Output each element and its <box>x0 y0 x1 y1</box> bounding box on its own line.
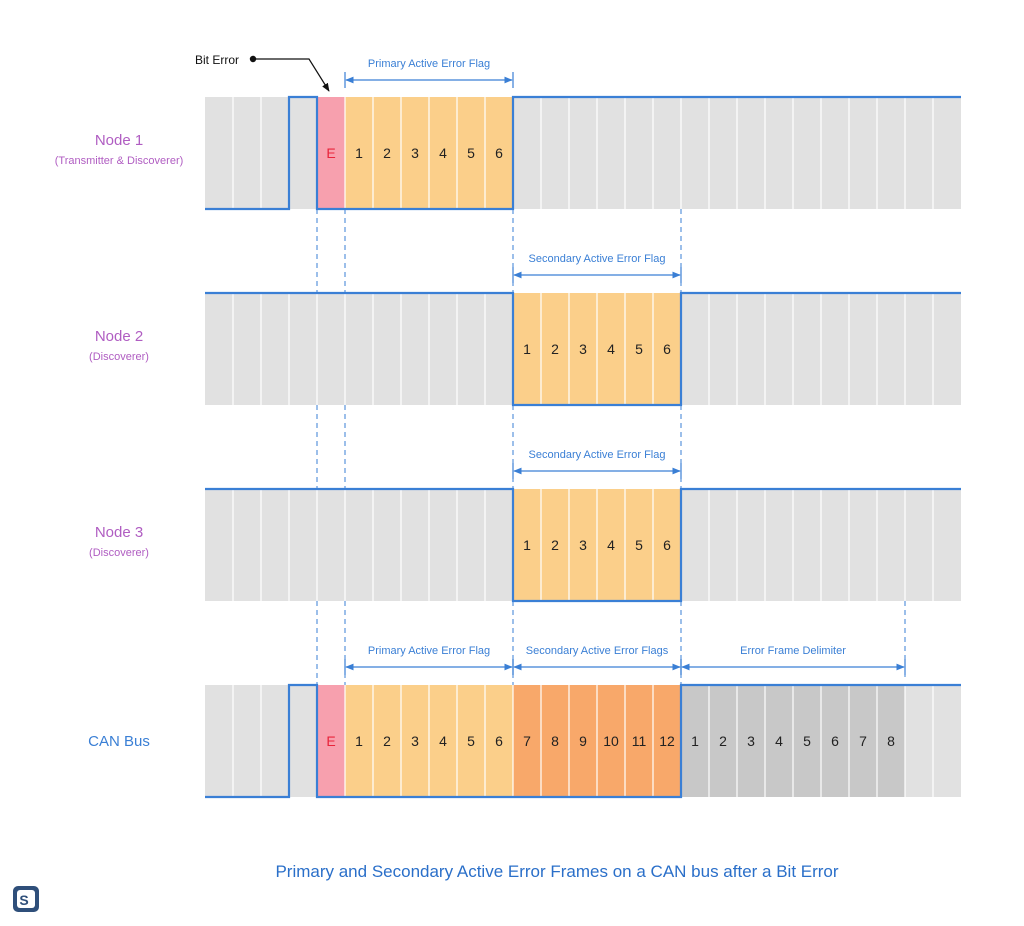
delimiter-bit-label: 8 <box>887 733 895 749</box>
delimiter-bit-label: 5 <box>803 733 811 749</box>
primary-flag-span-bus: Primary Active Error Flag <box>344 645 514 675</box>
delimiter-bit-label: 7 <box>859 733 867 749</box>
signal-waveform <box>205 291 961 407</box>
delimiter-span-bus: Error Frame Delimiter <box>680 645 906 675</box>
error-bit-label: E <box>326 733 335 749</box>
lane-role: (Discoverer) <box>89 351 149 363</box>
lane-node1: E 1 2 3 4 5 6 Node 1 (Transmitter & Discoverer) <box>55 95 961 211</box>
secondary-flag-bit-label: 2 <box>551 537 559 553</box>
primary-flag-bit-label: 4 <box>439 145 447 161</box>
secondary-flag-bit-label: 3 <box>579 537 587 553</box>
error-bit <box>317 97 345 209</box>
secondary-flag-bit-label: 7 <box>523 733 531 749</box>
delimiter-bit-label: 6 <box>831 733 839 749</box>
span-label: Primary Active Error Flag <box>368 645 490 657</box>
secondary-flag-bit-label: 1 <box>523 537 531 553</box>
bit-error-label: Bit Error <box>195 53 239 67</box>
lane-role: (Discoverer) <box>89 547 149 559</box>
primary-flag-bit-label: 3 <box>411 733 419 749</box>
logo-text: S <box>19 892 28 908</box>
error-bit-label: E <box>326 145 335 161</box>
secondary-flag-span-node2: Secondary Active Error Flag <box>512 253 682 283</box>
secondary-flag-bit-label: 12 <box>659 733 675 749</box>
lane-role: (Transmitter & Discoverer) <box>55 155 184 167</box>
primary-flag-bit-label: 6 <box>495 145 503 161</box>
secondary-flag-span-node3: Secondary Active Error Flag <box>512 449 682 479</box>
secondary-flag-bit-label: 10 <box>603 733 619 749</box>
delimiter-bit-label: 1 <box>691 733 699 749</box>
lane-node3: 1 2 3 4 5 6 Node 3 (Discoverer) <box>89 487 961 603</box>
primary-flag-bit-label: 4 <box>439 733 447 749</box>
secondary-flag-bit-label: 4 <box>607 537 615 553</box>
logo-icon: S <box>13 886 39 912</box>
lane-node2: 1 2 3 4 5 6 Node 2 (Discoverer) <box>89 291 961 407</box>
signal-waveform <box>205 95 961 211</box>
secondary-flag-bit-label: 1 <box>523 341 531 357</box>
primary-flag-bit-label: 2 <box>383 145 391 161</box>
bit-error-callout: Bit Error <box>195 53 330 92</box>
primary-flag-bit-label: 5 <box>467 145 475 161</box>
span-label: Secondary Active Error Flag <box>529 253 666 265</box>
span-label: Error Frame Delimiter <box>740 645 846 657</box>
primary-flag-span-node1: Primary Active Error Flag <box>344 58 514 88</box>
signal-waveform <box>205 487 961 603</box>
secondary-flag-bit-label: 5 <box>635 341 643 357</box>
span-label: Secondary Active Error Flags <box>526 645 669 657</box>
primary-flag-bit-label: 1 <box>355 145 363 161</box>
diagram-caption: Primary and Secondary Active Error Frame… <box>275 862 838 881</box>
secondary-flag-bit-label: 11 <box>632 733 647 749</box>
span-label: Secondary Active Error Flag <box>529 449 666 461</box>
secondary-flag-bit-label: 6 <box>663 341 671 357</box>
secondary-flag-bit-label: 3 <box>579 341 587 357</box>
error-bit <box>317 685 345 797</box>
delimiter-bit-label: 2 <box>719 733 727 749</box>
lane-name: Node 3 <box>95 524 143 541</box>
lane-name: Node 1 <box>95 132 143 149</box>
secondary-flag-bit-label: 9 <box>579 733 587 749</box>
primary-flag-bit-label: 3 <box>411 145 419 161</box>
secondary-flag-bit-label: 8 <box>551 733 559 749</box>
secondary-flag-bit-label: 5 <box>635 537 643 553</box>
span-label: Primary Active Error Flag <box>368 58 490 70</box>
delimiter-bit-label: 4 <box>775 733 783 749</box>
secondary-flag-bit-label: 6 <box>663 537 671 553</box>
primary-flag-bit-label: 2 <box>383 733 391 749</box>
lane-name: Node 2 <box>95 328 143 345</box>
lane-name: CAN Bus <box>88 733 150 750</box>
primary-flag-bit-label: 6 <box>495 733 503 749</box>
primary-flag-bit-label: 1 <box>355 733 363 749</box>
delimiter-bit-label: 3 <box>747 733 755 749</box>
secondary-flags-span-bus: Secondary Active Error Flags <box>512 645 682 675</box>
primary-flag-bit-label: 5 <box>467 733 475 749</box>
guide-lines <box>316 209 906 685</box>
bit-error-pointer <box>253 58 330 92</box>
secondary-flag-bit-label: 2 <box>551 341 559 357</box>
secondary-flag-bit-label: 4 <box>607 341 615 357</box>
signal-waveform <box>205 683 961 799</box>
